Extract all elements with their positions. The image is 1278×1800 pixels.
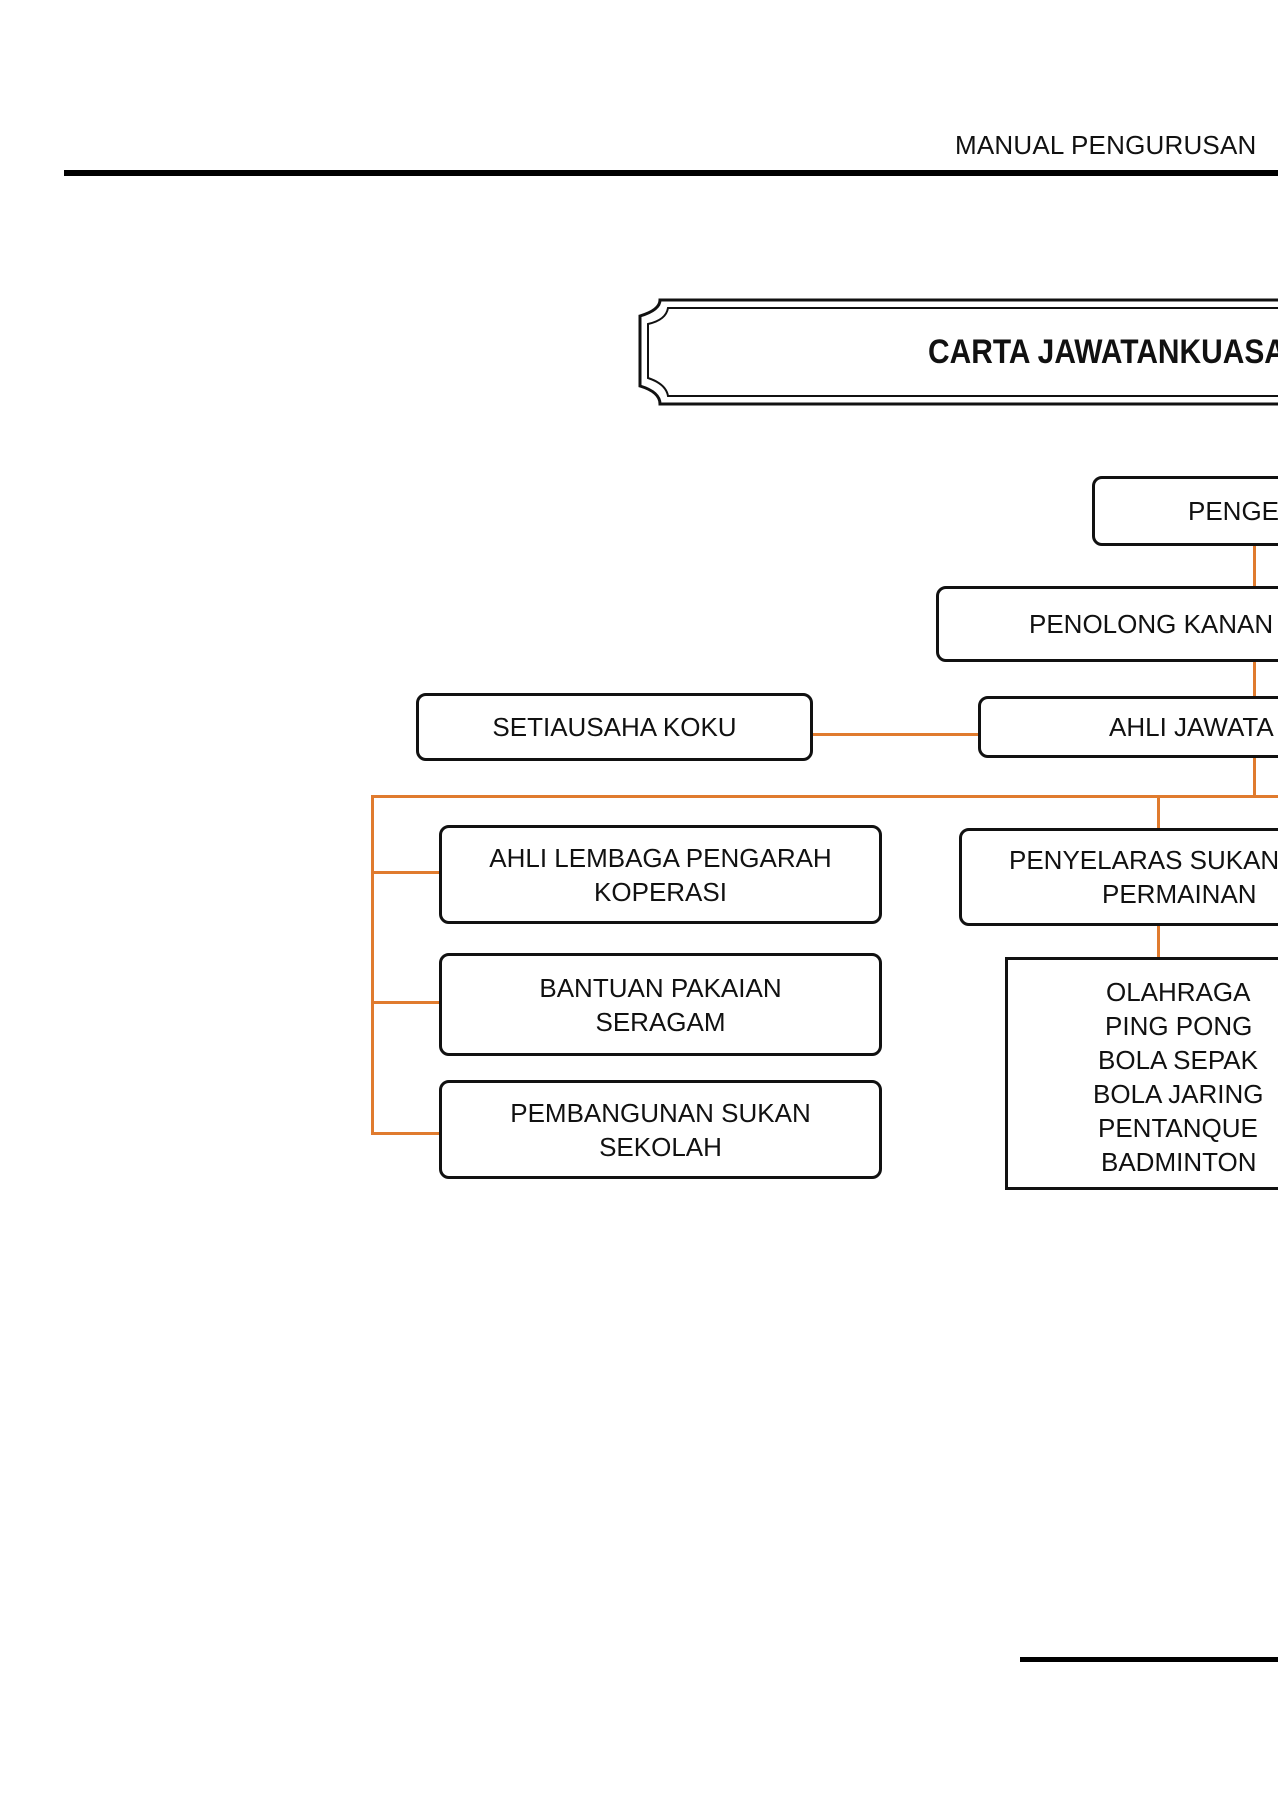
connector-penolong-ahli bbox=[1253, 661, 1256, 698]
node-penolong-kanan: PENOLONG KANAN bbox=[936, 586, 1278, 662]
node-bantuan-pakaian: BANTUAN PAKAIAN SERAGAM bbox=[439, 953, 882, 1056]
sport-bola-sepak: BOLA SEPAK bbox=[1098, 1044, 1258, 1075]
sport-pentanque: PENTANQUE bbox=[1098, 1112, 1258, 1143]
connector-left-spine bbox=[371, 795, 374, 1134]
connector-bus-penyelaras bbox=[1157, 795, 1160, 829]
node-ahli-lembaga: AHLI LEMBAGA PENGARAH KOPERASI bbox=[439, 825, 882, 924]
sport-ping-pong: PING PONG bbox=[1105, 1010, 1253, 1041]
connector-branch-ahli-lembaga bbox=[371, 871, 441, 874]
connector-branch-bantuan bbox=[371, 1001, 441, 1004]
sport-bola-jaring: BOLA JARING bbox=[1093, 1078, 1264, 1109]
title-frame bbox=[638, 298, 1278, 406]
footer-rule bbox=[1020, 1657, 1278, 1662]
connector-setiausaha-ahli bbox=[812, 733, 980, 736]
connector-branch-pembangunan bbox=[371, 1132, 441, 1135]
header-rule bbox=[64, 170, 1278, 176]
node-sports-list: OLAHRAGA PING PONG BOLA SEPAK BOLA JARIN… bbox=[1005, 957, 1278, 1190]
node-pengetua: PENGE bbox=[1092, 476, 1278, 546]
connector-penyelaras-list bbox=[1157, 924, 1160, 958]
document-header-title: MANUAL PENGURUSAN bbox=[955, 130, 1257, 160]
node-setiausaha-koku: SETIAUSAHA KOKU bbox=[416, 693, 813, 761]
node-ahli-jawatankuasa: AHLI JAWATA bbox=[978, 696, 1278, 758]
connector-horizontal-bus bbox=[371, 795, 1278, 798]
chart-title: CARTA JAWATANKUASA bbox=[928, 333, 1278, 371]
connector-ahli-bus bbox=[1253, 757, 1256, 797]
sport-badminton: BADMINTON bbox=[1101, 1146, 1257, 1177]
node-penyelaras-sukan: PENYELARAS SUKAN PERMAINAN bbox=[959, 828, 1278, 926]
sport-olahraga: OLAHRAGA bbox=[1106, 976, 1251, 1007]
node-pembangunan-sukan: PEMBANGUNAN SUKAN SEKOLAH bbox=[439, 1080, 882, 1179]
connector-pengetua-penolong bbox=[1253, 545, 1256, 590]
